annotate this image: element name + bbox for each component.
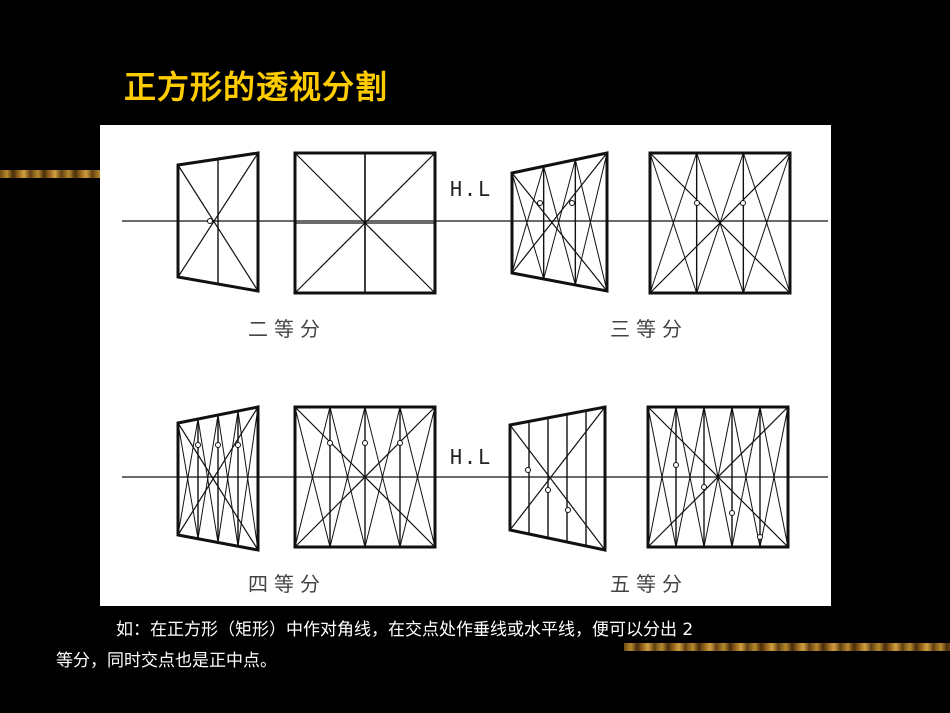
intersection-point <box>740 200 746 206</box>
square-four-cell-diagonal <box>329 406 366 548</box>
intersection-point <box>525 467 531 473</box>
persp-four-cell-diagonal <box>237 406 259 547</box>
persp-four-diagonal <box>177 422 259 551</box>
intersection-point <box>569 200 575 206</box>
intersection-point <box>729 510 735 516</box>
persp-three-diagonal <box>511 152 608 274</box>
persp-two-diagonal <box>177 164 259 292</box>
intersection-point <box>207 218 213 224</box>
persp-three-cell-diagonal <box>511 166 545 274</box>
persp-four-cell-diagonal <box>217 414 239 547</box>
persp-five-outline <box>508 405 607 552</box>
intersection-point <box>673 462 679 468</box>
intersection-point <box>694 200 700 206</box>
label-five-division: 五等分 <box>610 572 688 596</box>
persp-three-cell-diagonal <box>543 159 576 280</box>
persp-five-diagonal <box>509 424 606 551</box>
decorative-band-left <box>0 170 100 178</box>
horizon-label-bottom: H.L <box>450 445 493 469</box>
persp-four-cell-diagonal <box>217 410 239 543</box>
persp-three-cell-diagonal <box>574 159 608 292</box>
persp-three-cell-diagonal <box>511 172 545 280</box>
figure-panel: H.L H.L 二等分 三等分 四等分 五等分 <box>100 125 831 606</box>
square-three-cell-diagonal <box>696 152 744 294</box>
intersection-point <box>215 442 221 448</box>
persp-four-cell-diagonal <box>177 418 199 536</box>
intersection-point <box>397 440 403 446</box>
persp-three-cell-diagonal <box>574 152 608 286</box>
square-five-cell-diagonal <box>731 406 761 548</box>
label-four-division: 四等分 <box>248 572 326 596</box>
persp-five-diagonal <box>509 406 606 531</box>
square-three-cell-diagonal <box>649 152 698 294</box>
intersection-point <box>537 200 543 206</box>
persp-three-cell-diagonal <box>543 166 576 286</box>
label-two-division: 二等分 <box>248 317 326 341</box>
decorative-band-right <box>624 643 950 651</box>
horizon-label-top: H.L <box>450 177 493 201</box>
square-five-cell-diagonal <box>703 406 733 548</box>
caption: 如：在正方形（矩形）中作对角线，在交点处作垂线或水平线，便可以分出 2 等分，同… <box>56 615 926 677</box>
intersection-point <box>757 534 763 540</box>
square-five-cell-diagonal <box>647 406 677 548</box>
intersection-point <box>195 442 201 448</box>
square-four-diagonal <box>294 406 436 548</box>
slide-title: 正方形的透视分割 <box>124 68 389 106</box>
square-five-cell-diagonal <box>759 406 789 548</box>
intersection-point <box>327 440 333 446</box>
square-four-cell-diagonal <box>399 406 436 548</box>
perspective-division-diagram <box>122 151 828 552</box>
intersection-point <box>235 442 241 448</box>
persp-two-diagonal <box>177 152 259 278</box>
persp-four-cell-diagonal <box>197 414 219 539</box>
intersection-point <box>362 440 368 446</box>
square-four-cell-diagonal <box>364 406 401 548</box>
persp-three-diagonal <box>511 172 608 292</box>
square-five-cell-diagonal <box>675 406 705 548</box>
persp-four-cell-diagonal <box>237 410 259 551</box>
persp-four-diagonal <box>177 406 259 536</box>
intersection-point <box>565 507 571 513</box>
caption-line-2: 等分，同时交点也是正中点。 <box>56 651 277 671</box>
persp-four-cell-diagonal <box>197 418 219 543</box>
square-three-cell-diagonal <box>742 152 791 294</box>
intersection-point <box>701 484 707 490</box>
intersection-point <box>545 487 551 493</box>
persp-four-cell-diagonal <box>177 422 199 539</box>
square-four-cell-diagonal <box>294 406 331 548</box>
caption-line-1: 如：在正方形（矩形）中作对角线，在交点处作垂线或水平线，便可以分出 2 <box>116 620 694 640</box>
label-three-division: 三等分 <box>610 317 688 341</box>
